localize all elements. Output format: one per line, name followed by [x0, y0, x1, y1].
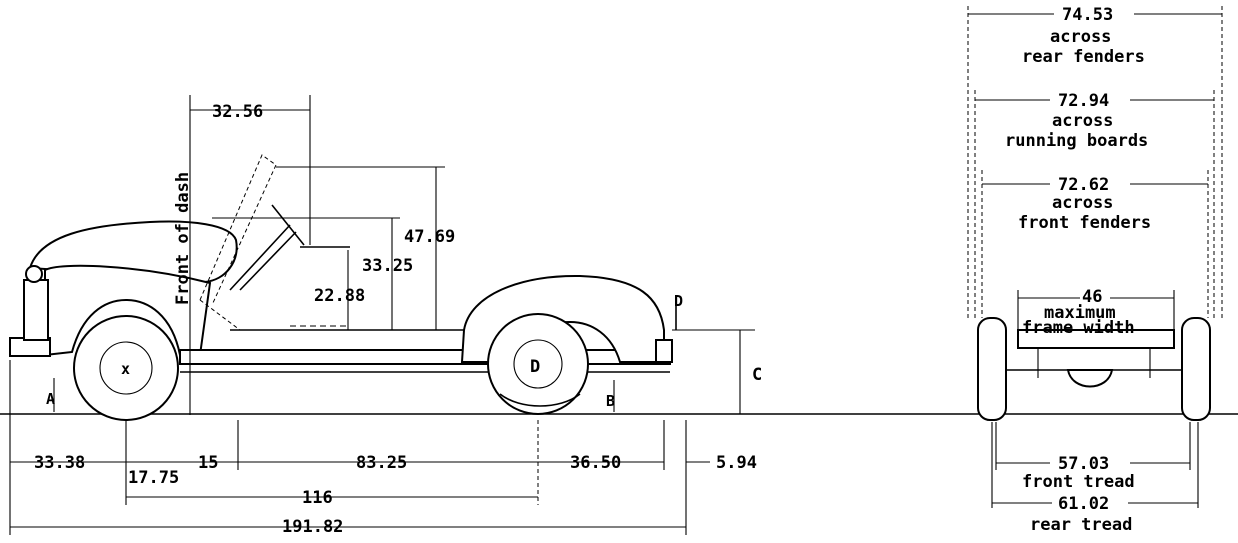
dim-36-50-label: 36.50 — [570, 453, 621, 473]
dim-74-53-value: 74.53 — [1062, 5, 1113, 25]
frame-crossmember — [1017, 329, 1175, 349]
dim-72-62-line2: front fenders — [1018, 213, 1151, 233]
front-hub — [99, 341, 153, 395]
rear-wheel — [487, 313, 589, 415]
steering-column — [229, 224, 291, 291]
windshield — [199, 154, 277, 306]
rear-hub — [513, 339, 563, 389]
dim-5-94-label: 5.94 — [716, 453, 757, 473]
dim-46-line1: maximum — [1044, 303, 1116, 323]
point-a-label: A — [46, 390, 55, 408]
dim-17-75-label: 17.75 — [128, 468, 179, 488]
dim-46-line2: frame width — [1022, 318, 1135, 338]
rear-hitch — [655, 339, 673, 363]
dim-61-02-value: 61.02 — [1058, 494, 1109, 514]
dim-57-03-value: 57.03 — [1058, 454, 1109, 474]
dim-74-53-line1: across — [1050, 27, 1111, 47]
dim-32-56-label: 32.56 — [212, 102, 263, 122]
dim-33-25-label: 33.25 — [362, 256, 413, 276]
dim-61-02-label: rear tread — [1030, 515, 1132, 535]
point-c-label: C — [752, 365, 762, 385]
front-of-dash-label: Front of dash — [173, 172, 193, 305]
dim-57-03-label: front tread — [1022, 472, 1135, 492]
dim-83-25-label: 83.25 — [356, 453, 407, 473]
dim-47-69-label: 47.69 — [404, 227, 455, 247]
dim-72-94-line1: across — [1052, 111, 1113, 131]
grille — [23, 279, 49, 341]
rear-axle-label: D — [530, 357, 540, 377]
right-tire — [1181, 317, 1211, 421]
rear-tire-lower — [499, 393, 581, 407]
dim-72-62-value: 72.62 — [1058, 175, 1109, 195]
dim-33-38-label: 33.38 — [34, 453, 85, 473]
dash-support — [199, 299, 241, 331]
steering-wheel — [271, 204, 305, 246]
differential — [1066, 369, 1114, 388]
point-b-label: B — [606, 392, 615, 410]
dim-15-label: 15 — [198, 453, 218, 473]
headlamp — [25, 265, 43, 283]
dim-72-62-line1: across — [1052, 193, 1113, 213]
dim-191-82-label: 191.82 — [282, 517, 343, 537]
point-d-label: D — [674, 292, 683, 310]
rear-view: 74.53 across rear fenders 72.94 across r… — [967, 2, 1223, 535]
dim-116-label: 116 — [302, 488, 333, 508]
front-axle-mark: x — [121, 360, 130, 378]
dim-46-value: 46 — [1082, 287, 1102, 307]
steering-column-2 — [239, 231, 297, 291]
dim-72-94-line2: running boards — [1005, 131, 1148, 151]
dim-22-88-label: 22.88 — [314, 286, 365, 306]
left-tire — [977, 317, 1007, 421]
dim-72-94-value: 72.94 — [1058, 91, 1109, 111]
frame-rail — [179, 349, 671, 365]
dim-74-53-line2: rear fenders — [1022, 47, 1145, 67]
side-view: 32.56 Front of dash 47.69 33.25 22.88 A … — [0, 95, 1238, 537]
front-fender-outline — [44, 264, 212, 357]
